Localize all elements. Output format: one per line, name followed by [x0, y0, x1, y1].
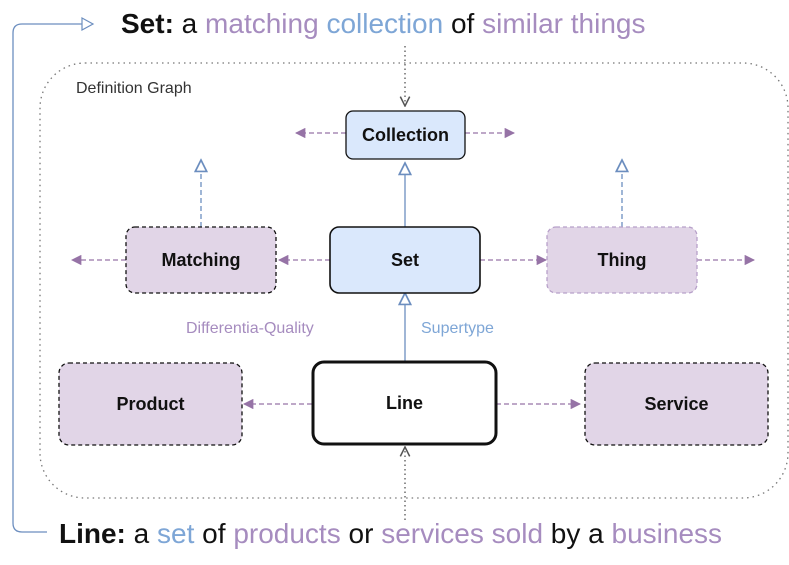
set-definition-headline: Set: a matching collection of similar th… [121, 10, 789, 38]
line-definition-part: set [157, 518, 195, 549]
definition-graph-label: Definition Graph [76, 80, 192, 97]
line-definition-headline: Line: a set of products or services sold… [59, 520, 789, 548]
node-product: Product [116, 393, 185, 414]
line-definition-part: or [340, 518, 382, 549]
node-line: Line [385, 392, 423, 413]
line-definition-part: business [611, 518, 723, 549]
node-collection-box [345, 110, 466, 160]
set-definition-part: collection [326, 8, 444, 39]
node-collection: Collection [361, 124, 449, 145]
node-set-box [329, 226, 481, 294]
differentia-quality-label: Differentia-Quality [186, 320, 314, 337]
node-thing: Thing [597, 249, 647, 270]
line-definition-part: services sold [381, 518, 544, 549]
supertype-label: Supertype [421, 320, 494, 337]
set-definition-part: similar things [482, 8, 646, 39]
set-definition-part: matching [205, 8, 319, 39]
line-definition-term: Line: [59, 518, 126, 549]
node-service-box [584, 362, 769, 446]
node-matching: Matching [161, 249, 241, 270]
line-definition-part: products [233, 518, 341, 549]
set-definition-part: a [173, 8, 206, 39]
node-thing-box [546, 226, 698, 294]
node-line-box [311, 360, 498, 446]
node-service: Service [644, 393, 709, 414]
line-definition-part: a [125, 518, 158, 549]
loop-connector [12, 23, 92, 533]
set-definition-part: of [443, 8, 483, 39]
set-definition-term: Set: [121, 8, 174, 39]
loop-connector-arrowhead [81, 16, 95, 32]
line-definition-part: of [194, 518, 234, 549]
node-matching-box [125, 226, 277, 294]
node-product-box [58, 362, 243, 446]
node-set: Set [390, 249, 419, 270]
line-definition-part: by a [543, 518, 612, 549]
